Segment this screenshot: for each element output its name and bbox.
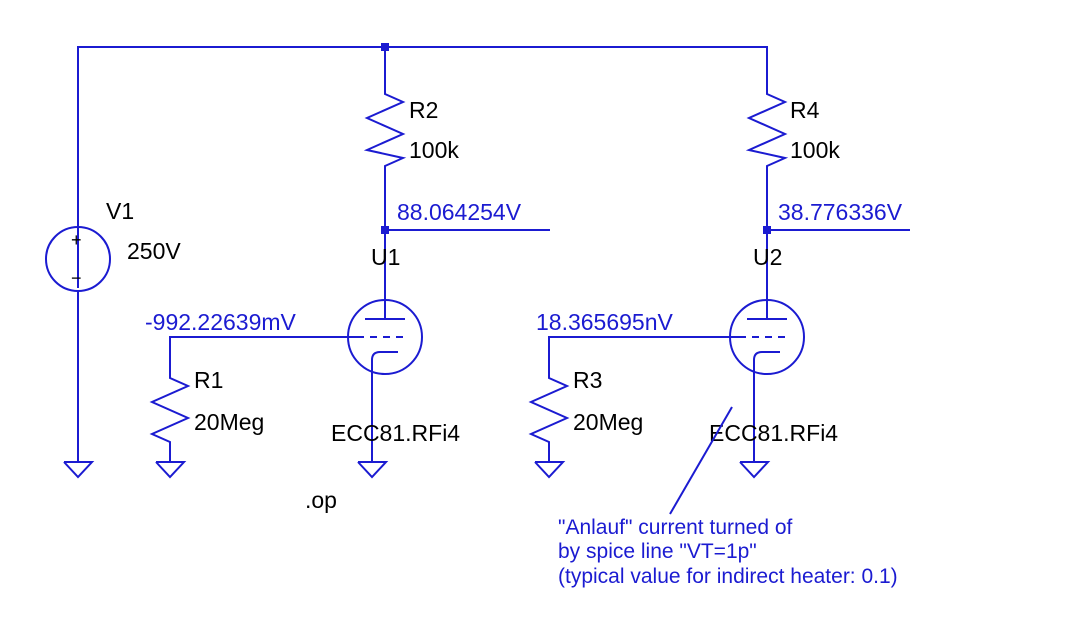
supply-rail bbox=[77, 43, 768, 288]
resistor-r2[interactable] bbox=[363, 78, 407, 230]
r1-value: 20Meg bbox=[194, 409, 264, 435]
v1-value: 250V bbox=[127, 238, 181, 264]
u1-grid-voltage: -992.22639mV bbox=[145, 309, 297, 335]
u2-anode-voltage: 38.776336V bbox=[778, 199, 903, 225]
ground-symbol-v1 bbox=[63, 455, 95, 479]
v1-plus-sign: + bbox=[71, 230, 82, 250]
note-line-1: "Anlauf" current turned of bbox=[558, 516, 793, 539]
note-pointer-line bbox=[669, 406, 733, 515]
r1-name: R1 bbox=[194, 367, 223, 393]
r3-value: 20Meg bbox=[573, 409, 643, 435]
r4-value: 100k bbox=[790, 137, 840, 163]
op-directive[interactable]: .op bbox=[305, 487, 337, 513]
r3-name: R3 bbox=[573, 367, 602, 393]
u1-anode-voltage: 88.064254V bbox=[397, 199, 522, 225]
resistor-r1[interactable] bbox=[149, 364, 191, 455]
u1-name: U1 bbox=[371, 244, 400, 270]
note-line-2: by spice line "VT=1p" bbox=[558, 540, 757, 563]
u2-name: U2 bbox=[753, 244, 782, 270]
resistor-r4[interactable] bbox=[745, 78, 789, 230]
u1-model: ECC81.RFi4 bbox=[331, 420, 460, 446]
u2-anode-node bbox=[763, 226, 910, 298]
v1-name: V1 bbox=[106, 198, 134, 224]
rail-junction bbox=[381, 43, 389, 51]
r2-value: 100k bbox=[409, 137, 459, 163]
u1-grid-node bbox=[169, 336, 359, 364]
v1-minus-sign: − bbox=[71, 268, 82, 288]
u2-grid-node bbox=[548, 336, 741, 364]
u1-anode-node bbox=[381, 226, 550, 298]
comment-note[interactable]: "Anlauf" current turned of by spice line… bbox=[558, 516, 898, 588]
note-line-3: (typical value for indirect heater: 0.1) bbox=[558, 565, 898, 588]
ground-symbol-r1 bbox=[155, 455, 187, 479]
voltage-source-v1[interactable]: + − bbox=[45, 226, 111, 455]
u2-model: ECC81.RFi4 bbox=[709, 420, 838, 446]
ground-symbol-u2 bbox=[739, 455, 771, 479]
u2-grid-voltage: 18.365695nV bbox=[536, 309, 674, 335]
ground-symbol-r3 bbox=[534, 455, 566, 479]
ground-symbol-u1 bbox=[357, 455, 389, 479]
resistor-r3[interactable] bbox=[528, 364, 570, 455]
r4-name: R4 bbox=[790, 97, 820, 123]
r2-name: R2 bbox=[409, 97, 438, 123]
